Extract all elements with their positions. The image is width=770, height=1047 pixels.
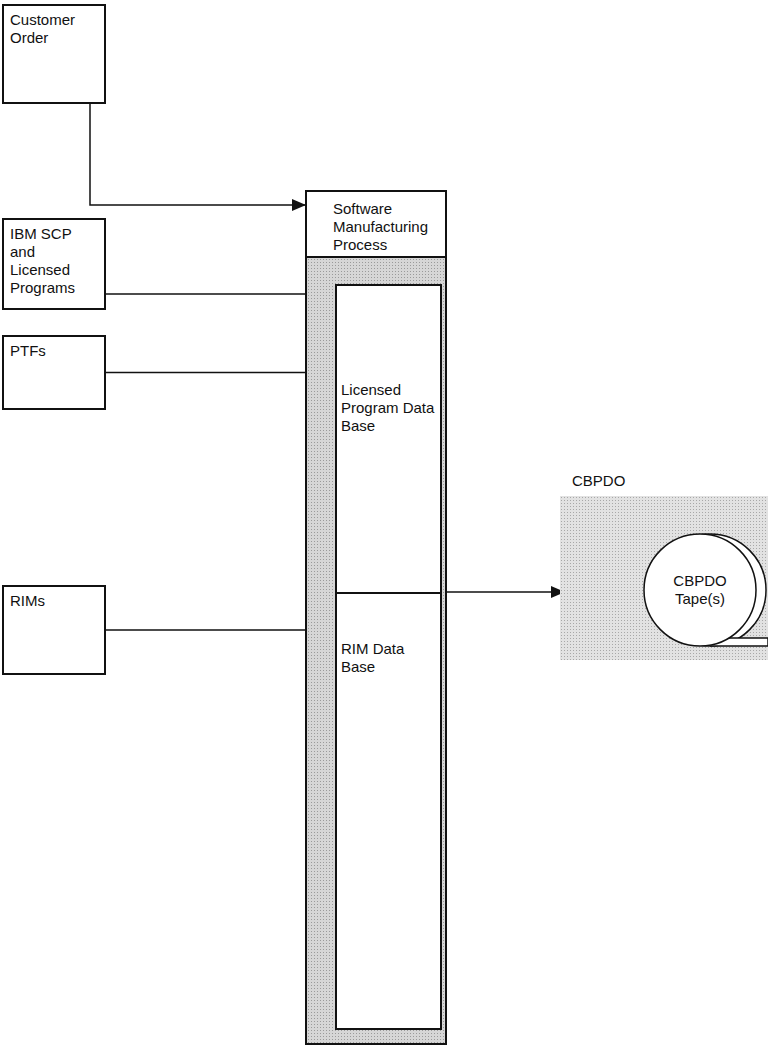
box-label: IBM SCP and Licensed Programs: [10, 225, 98, 297]
input-box: PTFs: [2, 335, 106, 410]
input-box: RIMs: [2, 585, 106, 675]
input-box: IBM SCP and Licensed Programs: [2, 218, 106, 310]
column-header: Software Manufacturing Process: [307, 192, 445, 258]
data-base-box: RIM Data Base: [335, 592, 442, 1030]
tape-heading: CBPDO: [560, 470, 768, 490]
flow-arrow: [90, 104, 305, 205]
data-base-name: Licensed Program Data Base: [341, 381, 436, 435]
flow-arrow: [447, 591, 564, 593]
flow-arrow: [106, 293, 335, 295]
tape-output: CBPDO CBPDO Tape(s): [560, 470, 768, 660]
tape-reel: [560, 496, 768, 660]
front-reel: [644, 534, 756, 646]
input-box: Customer Order: [2, 4, 106, 104]
flow-arrow: [106, 629, 335, 631]
data-base-box: Licensed Program Data Base: [335, 284, 442, 594]
process-column: Software Manufacturing ProcessLicensed P…: [305, 190, 447, 1045]
box-label: Customer Order: [10, 11, 98, 47]
flow-arrow: [106, 372, 335, 374]
data-base-name: RIM Data Base: [341, 640, 436, 676]
process-title: Software Manufacturing Process: [333, 200, 441, 254]
box-label: PTFs: [10, 342, 98, 360]
tape-ground: [560, 496, 768, 660]
box-label: RIMs: [10, 592, 98, 610]
tape-label: CBPDO Tape(s): [660, 572, 740, 608]
